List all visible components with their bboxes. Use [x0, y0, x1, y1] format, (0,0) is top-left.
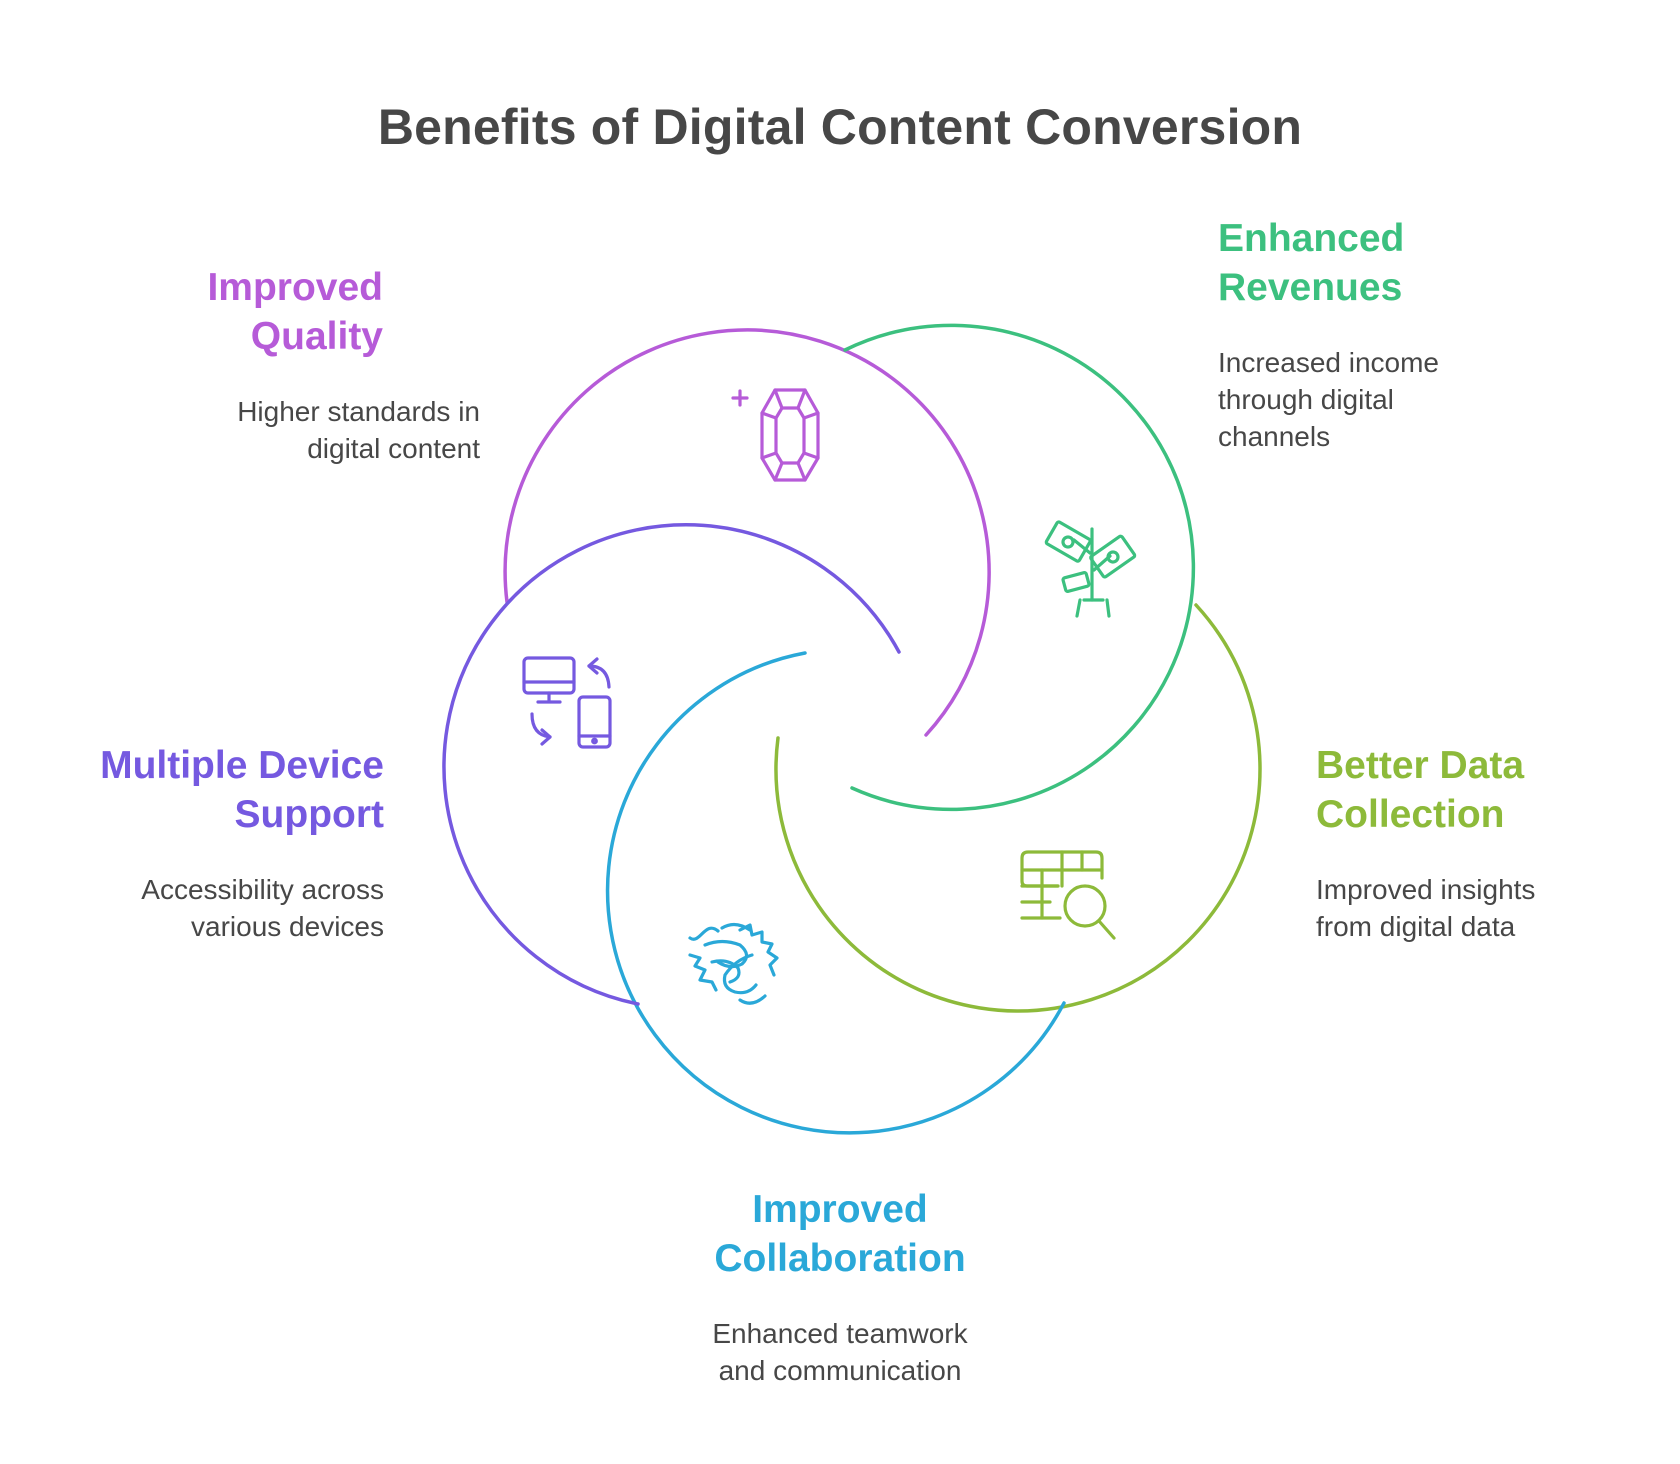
table-search-icon: [1020, 850, 1116, 940]
revenues-description-line: channels: [1218, 421, 1331, 452]
quality-block: Improved Quality Higher standards in dig…: [150, 263, 480, 467]
collaboration-description-line: and communication: [718, 1355, 962, 1386]
collaboration-block: Improved Collaboration Enhanced teamwork…: [580, 1185, 1100, 1389]
collaboration-heading-line: Improved: [752, 1188, 928, 1231]
fist-bump-icon: [688, 922, 779, 1005]
quality-description: Higher standards in digital content: [150, 393, 480, 467]
device-heading: Multiple Device Support: [60, 741, 384, 839]
revenues-description-line: through digital: [1218, 384, 1394, 415]
quality-ring: [503, 328, 991, 737]
revenues-heading-line: Enhanced: [1218, 217, 1405, 260]
device-heading-line: Support: [234, 793, 384, 836]
data-ring: [774, 603, 1262, 1013]
device-ring: [442, 523, 901, 1006]
device-description: Accessibility across various devices: [60, 871, 384, 945]
revenues-heading-line: Revenues: [1218, 266, 1403, 309]
quality-heading: Improved Quality: [150, 263, 480, 361]
money-plant-icon: [1044, 520, 1137, 618]
quality-description-line: digital content: [307, 433, 480, 464]
data-heading-line: Better Data: [1316, 744, 1525, 787]
data-description: Improved insights from digital data: [1316, 871, 1646, 945]
collaboration-ring: [605, 651, 1066, 1135]
revenues-description-line: Increased income: [1218, 347, 1440, 378]
device-sync-icon: [522, 656, 612, 749]
data-heading-line: Collection: [1316, 793, 1505, 836]
data-description-line: from digital data: [1316, 911, 1516, 942]
revenues-ring: [843, 323, 1196, 812]
page-title: Benefits of Digital Content Conversion: [377, 99, 1303, 155]
device-description-line: various devices: [191, 911, 384, 942]
data-description-line: Improved insights: [1316, 874, 1536, 905]
device-block: Multiple Device Support Accessibility ac…: [60, 741, 384, 945]
device-heading-line: Multiple Device: [100, 744, 384, 787]
data-heading: Better Data Collection: [1316, 741, 1646, 839]
quality-heading-line: Quality: [250, 315, 383, 358]
revenues-block: Enhanced Revenues Increased income throu…: [1218, 214, 1538, 455]
quality-description-line: Higher standards in: [237, 396, 480, 427]
gem-icon: [731, 388, 820, 482]
collaboration-heading: Improved Collaboration: [580, 1185, 1100, 1283]
quality-heading-line: Improved: [207, 266, 383, 309]
collaboration-heading-line: Collaboration: [714, 1237, 966, 1280]
device-description-line: Accessibility across: [141, 874, 384, 905]
collaboration-description-line: Enhanced teamwork: [712, 1318, 968, 1349]
revenues-heading: Enhanced Revenues: [1218, 214, 1538, 312]
collaboration-description: Enhanced teamwork and communication: [580, 1315, 1100, 1389]
data-block: Better Data Collection Improved insights…: [1316, 741, 1646, 945]
revenues-description: Increased income through digital channel…: [1218, 344, 1538, 455]
